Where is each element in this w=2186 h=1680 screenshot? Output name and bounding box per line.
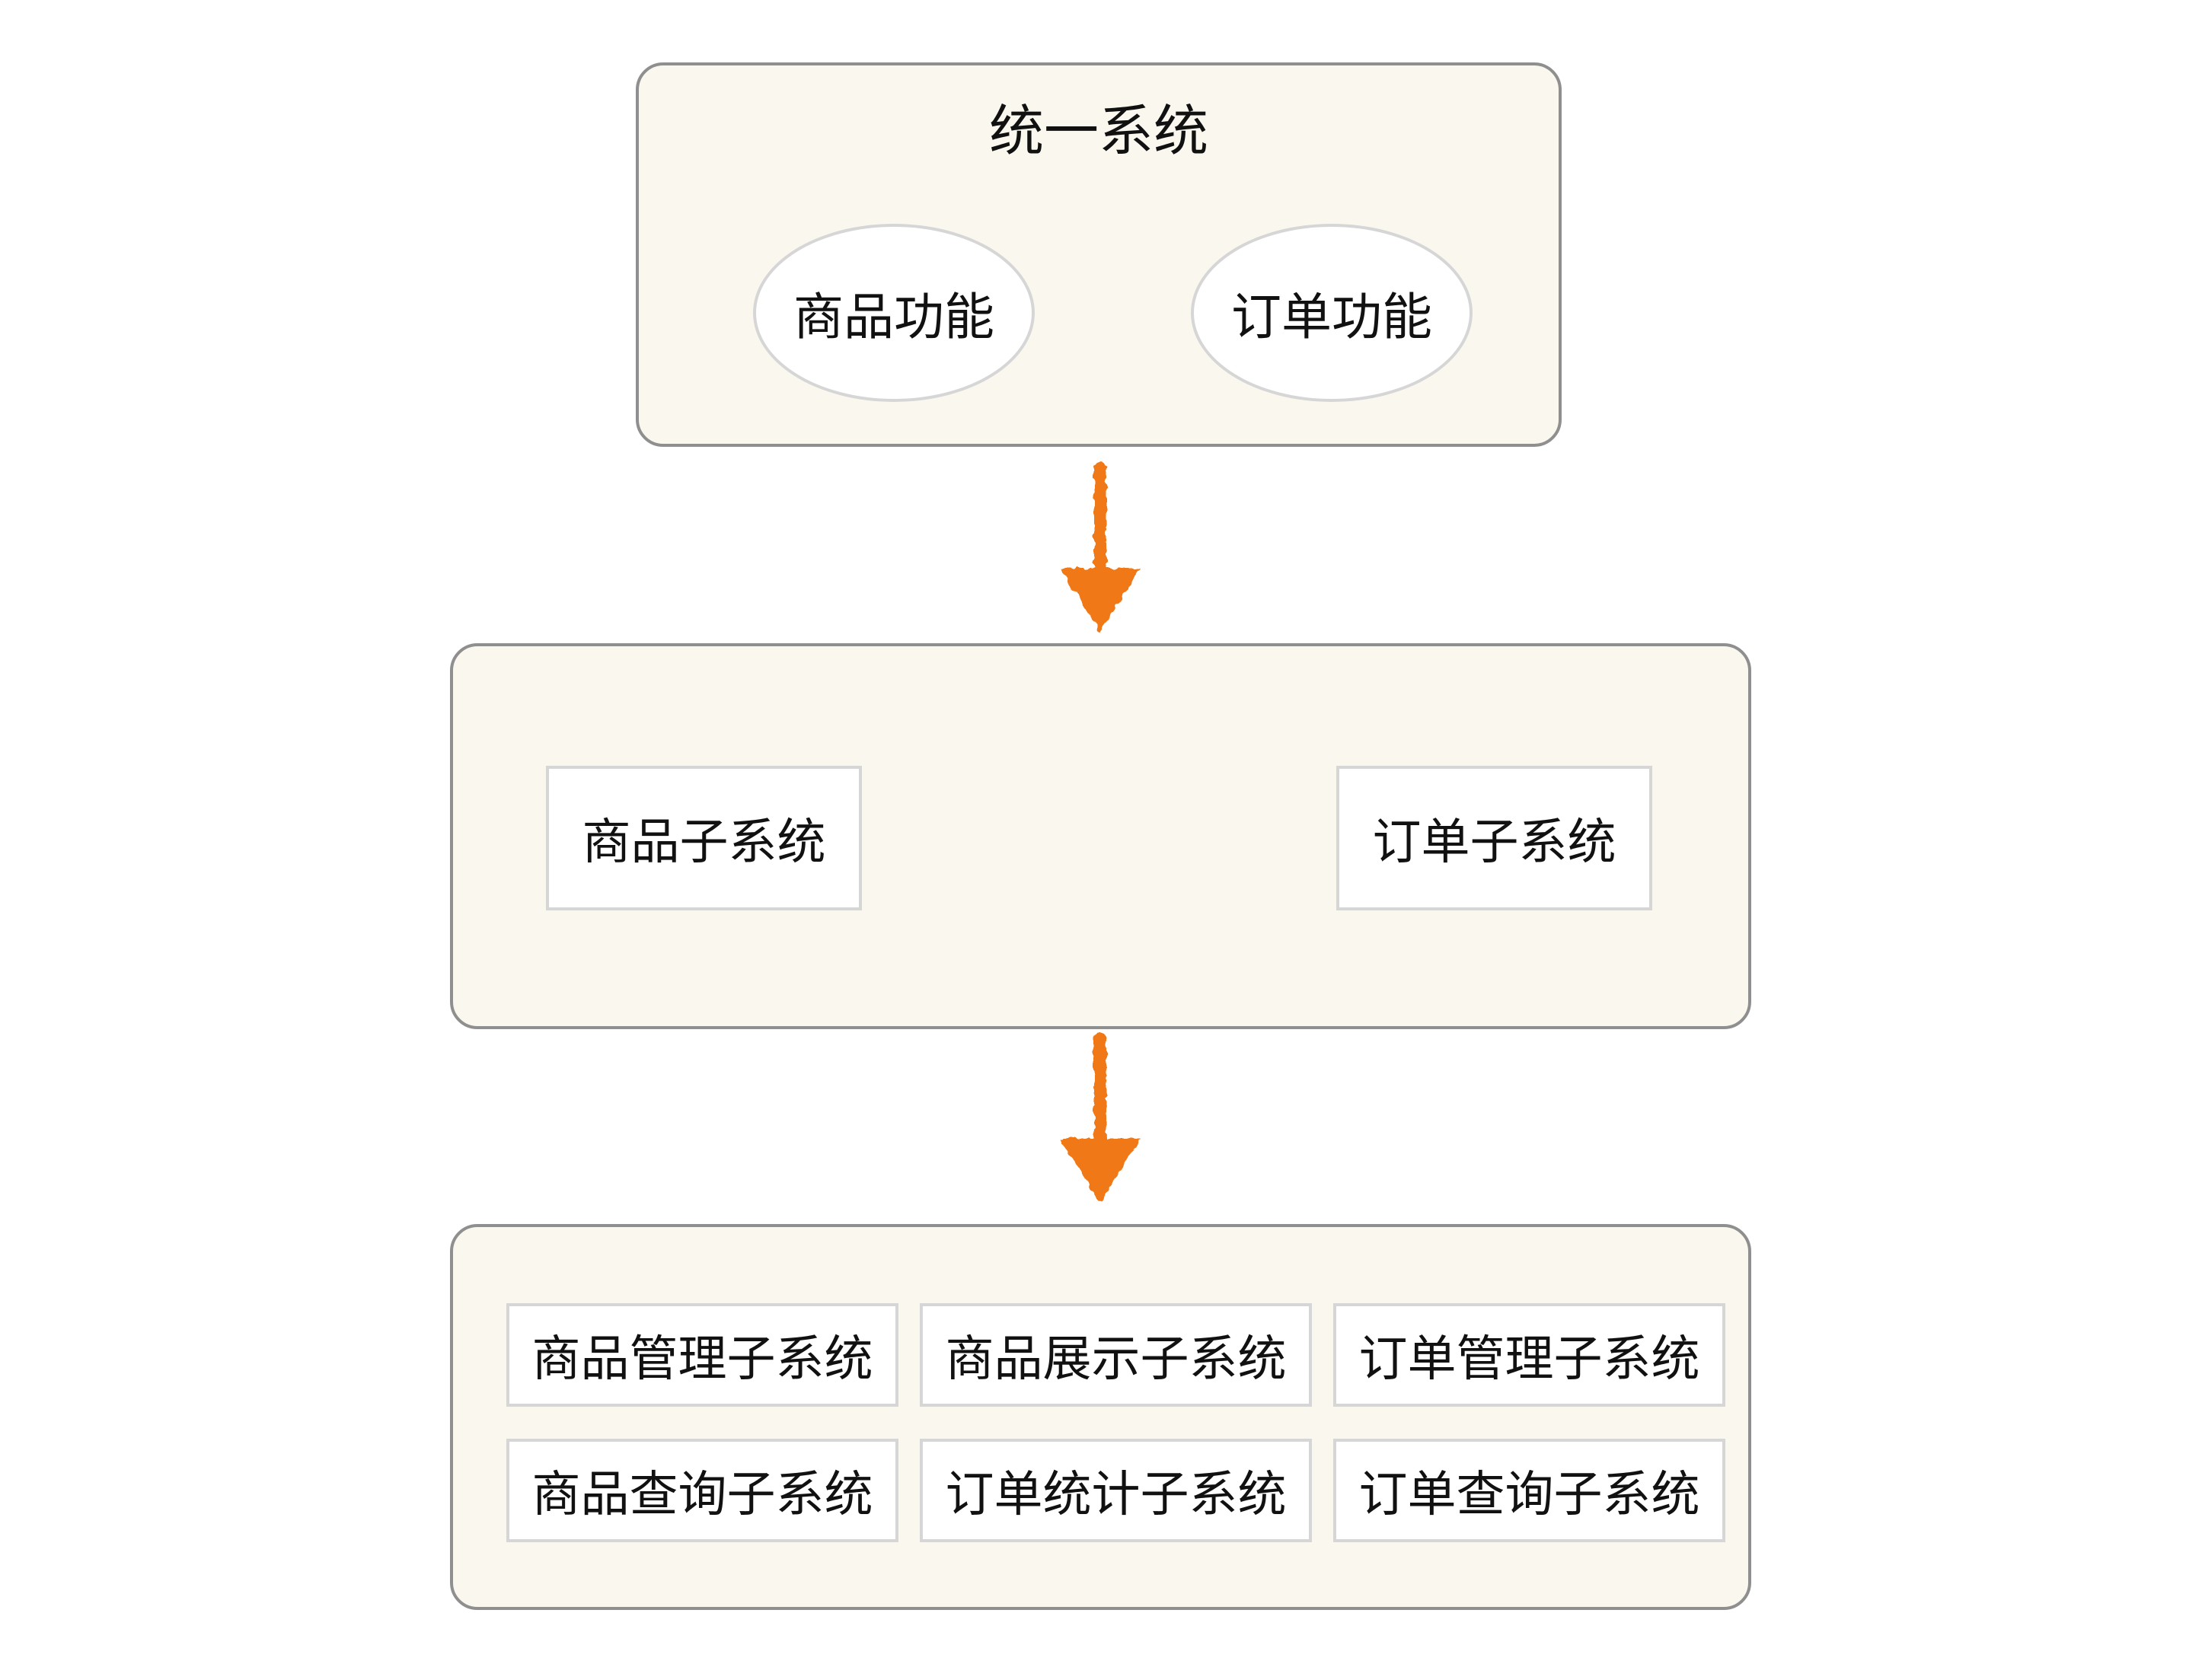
arrow-down-top-to-middle: [1060, 462, 1141, 632]
goods-query-subsystem-node: 商品查询子系统: [506, 1439, 898, 1542]
goods-management-subsystem-node: 商品管理子系统: [506, 1303, 898, 1407]
goods-display-subsystem-node: 商品展示子系统: [920, 1303, 1312, 1407]
arrow-down-middle-to-bottom: [1060, 1033, 1141, 1203]
order-function-node: 订单功能: [1191, 224, 1473, 402]
panel-subsystems: 商品子系统 订单子系统: [450, 643, 1751, 1029]
panel-unified-system: 统一系统 商品功能 订单功能: [636, 62, 1562, 447]
order-statistics-subsystem-node: 订单统计子系统: [920, 1439, 1312, 1542]
panel-fine-subsystems: 商品管理子系统 商品展示子系统 订单管理子系统 商品查询子系统 订单统计子系统 …: [450, 1224, 1751, 1610]
order-management-subsystem-node: 订单管理子系统: [1333, 1303, 1725, 1407]
unified-system-title: 统一系统: [988, 99, 1208, 163]
order-subsystem-node: 订单子系统: [1336, 766, 1652, 910]
order-query-subsystem-node: 订单查询子系统: [1333, 1439, 1725, 1542]
goods-subsystem-node: 商品子系统: [546, 766, 862, 910]
goods-function-node: 商品功能: [753, 224, 1035, 402]
